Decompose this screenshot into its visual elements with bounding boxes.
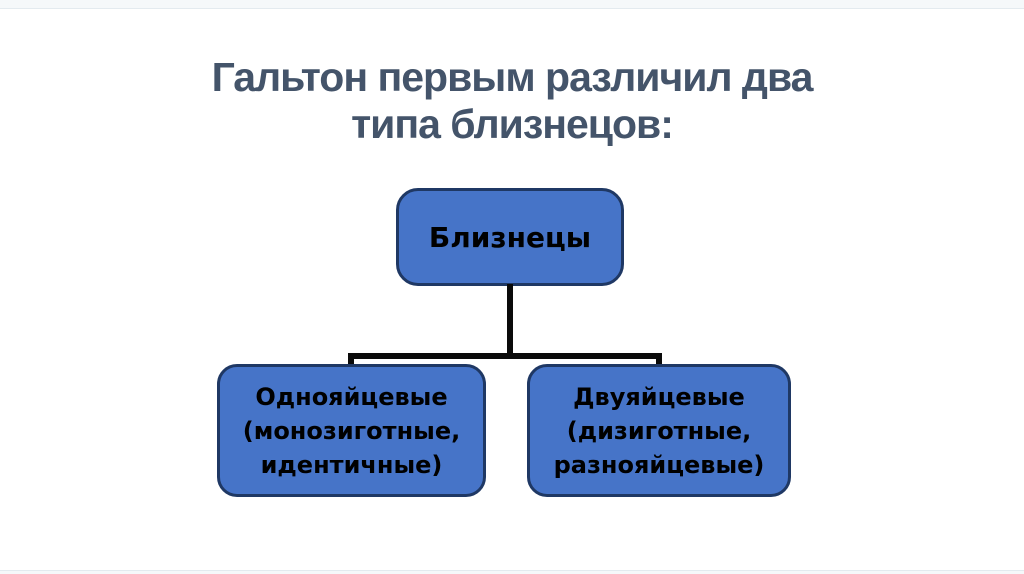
- connector-drop-right: [656, 353, 662, 366]
- slide-top-border: [0, 0, 1024, 9]
- slide-bottom-border: [0, 570, 1024, 574]
- root-node-label: Близнецы: [428, 220, 592, 254]
- diagram-child-node-dizygotic: Двуяйцевые (дизиготные, разнояйцевые): [527, 364, 791, 497]
- child-left-label-line-3: идентичные): [260, 450, 443, 479]
- slide-title: Гальтон первым различил два типа близнец…: [0, 54, 1024, 148]
- diagram-child-node-monozygotic: Однояйцевые (монозиготные, идентичные): [217, 364, 486, 497]
- connector-drop-left: [348, 353, 354, 366]
- child-right-label-line-2: (дизиготные,: [566, 416, 752, 445]
- child-right-label-line-3: разнояйцевые): [553, 450, 765, 479]
- child-left-label-line-1: Однояйцевые: [255, 382, 448, 411]
- connector-horizontal-bar: [348, 353, 662, 359]
- connector-stem: [507, 284, 513, 355]
- child-left-label-line-2: (монозиготные,: [242, 416, 461, 445]
- slide-title-line-1: Гальтон первым различил два: [211, 54, 814, 100]
- slide-title-line-2: типа близнецов:: [351, 101, 674, 147]
- child-right-label-line-1: Двуяйцевые: [573, 382, 745, 411]
- diagram-root-node-twins: Близнецы: [396, 188, 624, 286]
